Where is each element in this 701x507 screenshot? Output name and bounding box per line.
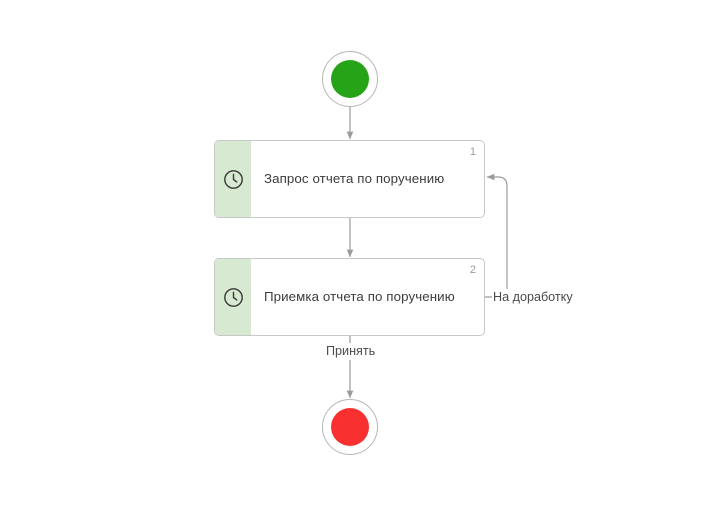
task-2-icon-stripe	[215, 259, 251, 335]
task-1-label: Запрос отчета по поручению	[264, 170, 445, 186]
task-node-2[interactable]: 2 Приемка отчета по поручению	[214, 258, 485, 336]
edge-label-rework: На доработку	[492, 289, 574, 306]
task-2-label: Приемка отчета по поручению	[264, 288, 455, 304]
end-event-node[interactable]	[322, 399, 378, 455]
start-event-node[interactable]	[322, 51, 378, 107]
clock-icon	[223, 287, 243, 307]
task-1-index: 1	[469, 146, 476, 158]
clock-icon	[223, 169, 243, 189]
task-2-index: 2	[469, 264, 476, 276]
end-event-core	[331, 408, 369, 446]
task-node-1[interactable]: 1 Запрос отчета по поручению	[214, 140, 485, 218]
task-1-icon-stripe	[215, 141, 251, 217]
edge-label-accept: Принять	[322, 343, 380, 360]
edge-task2-to-task1-rework	[485, 173, 508, 298]
start-event-core	[331, 60, 369, 98]
